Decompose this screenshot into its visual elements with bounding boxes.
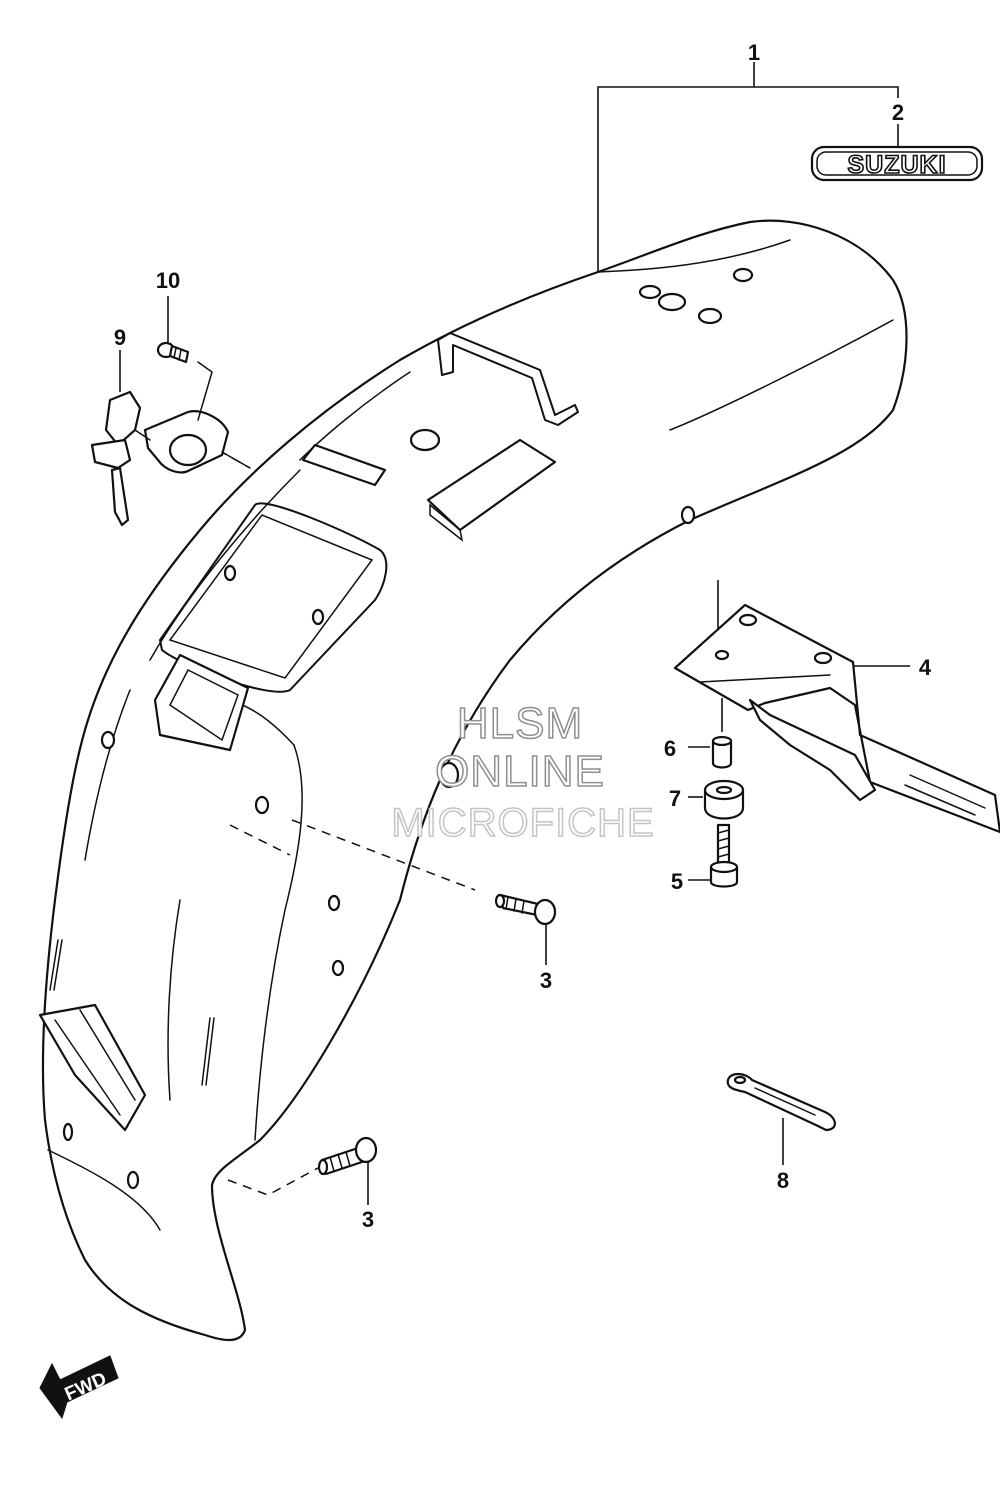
callout-5: 5: [671, 869, 683, 894]
clamp: [726, 1072, 836, 1132]
suzuki-emblem: SUZUKI: [810, 145, 984, 182]
forward-arrow-icon: FWD: [39, 1355, 119, 1420]
bolt-5: [709, 823, 739, 888]
bolt-3-upper: [494, 893, 557, 926]
lock-assy: [90, 361, 251, 527]
watermark-line-1: HLSM: [457, 699, 583, 748]
callout-labels: 1 2 3 3 4 5 6 7 8 9 10: [114, 40, 932, 1232]
callout-10: 10: [156, 268, 180, 293]
bolt-3-lower: [317, 1136, 378, 1176]
watermark-line-2: ONLINE: [435, 747, 605, 796]
screw-10: [156, 341, 190, 364]
callout-4: 4: [919, 655, 932, 680]
rear-fender: [38, 219, 908, 1342]
cushion: [703, 779, 745, 820]
watermark: HLSM ONLINE MICROFICHE: [391, 698, 655, 846]
callout-7: 7: [669, 786, 681, 811]
callout-3-lower: 3: [362, 1207, 374, 1232]
watermark-line-3: MICROFICHE: [391, 801, 654, 845]
rear-bracket: [673, 603, 1000, 834]
callout-2: 2: [892, 100, 904, 125]
callout-9: 9: [114, 325, 126, 350]
callout-8: 8: [777, 1168, 789, 1193]
callout-1: 1: [748, 40, 760, 65]
emblem-text: SUZUKI: [847, 151, 946, 179]
callout-3-upper: 3: [540, 968, 552, 993]
leader-lines: [119, 62, 910, 1205]
collar: [711, 735, 733, 769]
callout-6: 6: [664, 736, 676, 761]
